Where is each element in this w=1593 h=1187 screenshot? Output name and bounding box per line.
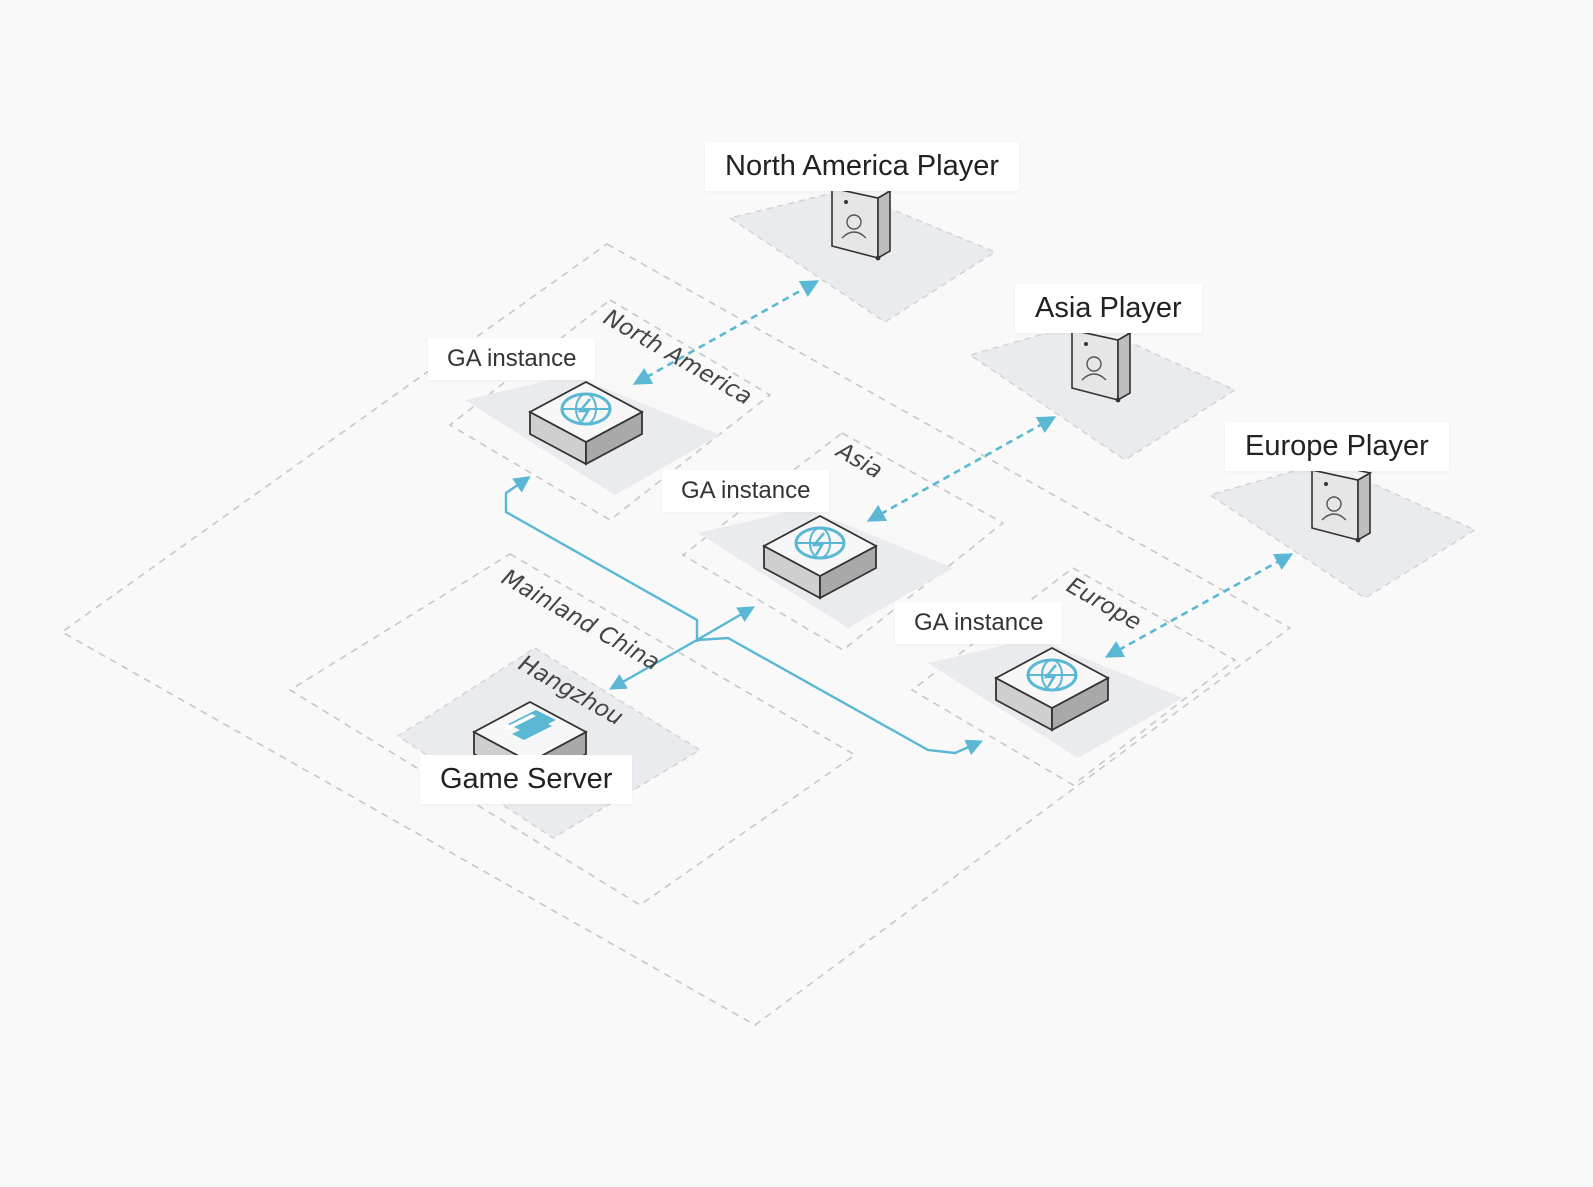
na-ga-globe-icon [528,380,644,466]
asia-player-icon [1069,322,1133,403]
server-to-europe-link [696,636,984,756]
na-player-link [632,280,820,385]
mainland-china-zone [288,553,857,906]
europe-region-zone [910,567,1237,786]
europe-region-label: Europe [1062,573,1145,636]
asia-player-link [866,416,1057,522]
europe-ga-instance-label: GA instance [895,602,1063,644]
server-to-na-link [504,476,699,642]
europe-ga-globe-icon [994,646,1110,732]
junction-to-server-link [609,638,698,690]
asia-player-label: Asia Player [1015,284,1202,333]
north-america-player-platform [728,189,997,323]
europe-player-link [1104,553,1294,658]
asia-region-label: Asia [830,437,886,485]
europe-player-icon [1309,462,1373,543]
north-america-player-icon [829,180,893,261]
north-america-player-label: North America Player [705,142,1019,191]
north-america-region-zone [448,299,772,521]
asia-ga-globe-icon [762,514,878,600]
north-america-region-label: North America [599,305,756,411]
europe-player-label: Europe Player [1225,422,1449,471]
game-server-label: Game Server [420,755,633,804]
server-to-asia-link [696,606,755,642]
global-zone-outline [60,243,1292,1026]
asia-ga-instance-label: GA instance [662,470,830,512]
na-ga-instance-label: GA instance [428,338,596,380]
